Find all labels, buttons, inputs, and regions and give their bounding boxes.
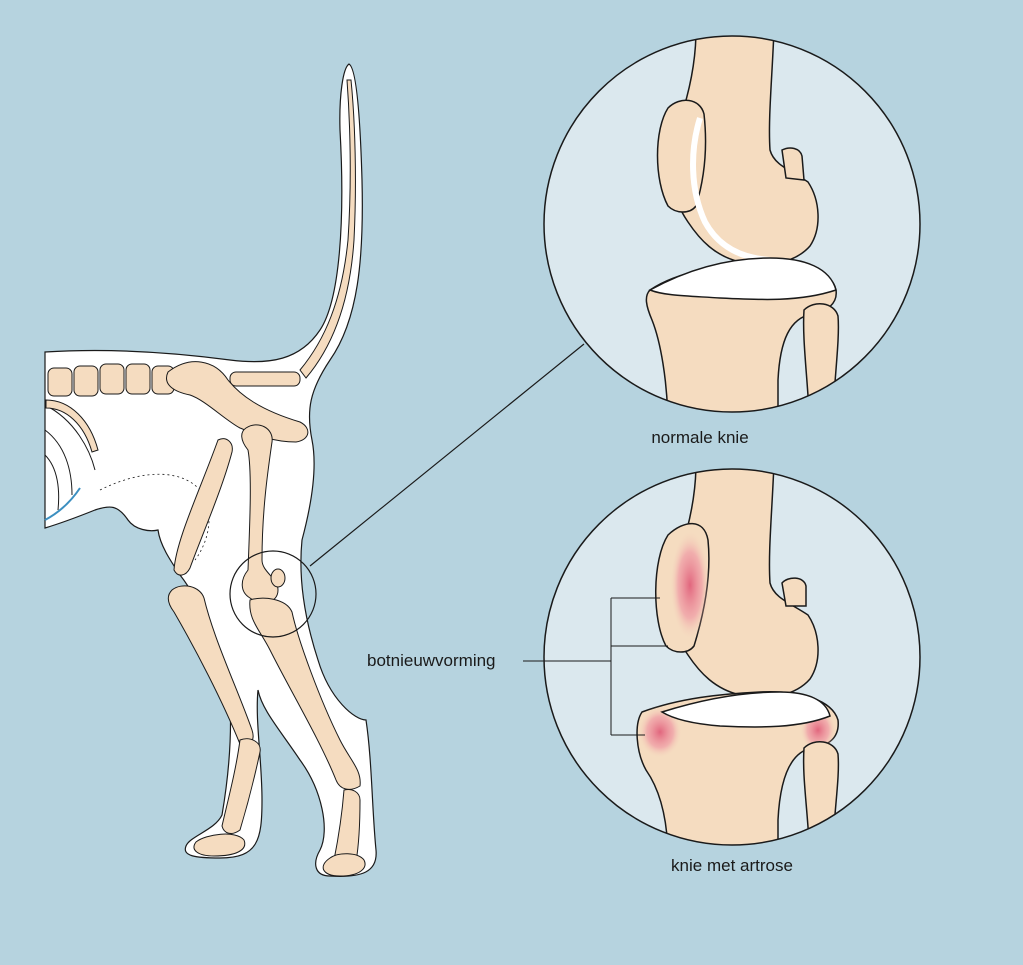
normal-fabella — [781, 147, 805, 181]
rib — [44, 454, 60, 511]
arthritic-fabella — [781, 577, 807, 607]
arthritic-knee-label: knie met artrose — [671, 856, 793, 875]
normal-meniscus — [648, 257, 837, 301]
normal-knee-circle — [543, 35, 921, 413]
rib-hint — [44, 487, 81, 521]
patella — [270, 568, 286, 588]
normal-knee-inset — [543, 35, 921, 413]
connector-line — [309, 343, 585, 567]
far-femur — [173, 438, 233, 576]
normal-knee-label: normale knie — [651, 428, 749, 447]
normal-femur-cartilage — [690, 117, 771, 263]
pelvis — [166, 361, 309, 443]
far-paw — [193, 833, 246, 857]
far-metatarsals — [221, 738, 261, 834]
tail-bones — [299, 79, 356, 379]
hind-paw — [322, 853, 366, 877]
normal-fibula — [802, 303, 840, 412]
arthritic-knee-circle — [543, 468, 921, 846]
lumbar-spine — [47, 363, 301, 397]
patella-osteophyte-glow — [670, 530, 710, 640]
rib-bone — [45, 399, 99, 453]
dog-skeleton — [45, 79, 366, 877]
knee-highlight-circle — [229, 550, 317, 638]
rib — [44, 404, 96, 471]
arthritic-meniscus — [660, 691, 831, 728]
bone-formation-label: botnieuwvorming — [367, 651, 496, 670]
rib — [44, 429, 73, 496]
arthritic-knee-inset — [543, 468, 921, 846]
bone-formation-bracket — [523, 597, 668, 736]
tibia — [249, 597, 361, 790]
arthritic-fibula — [802, 741, 840, 845]
tibia-osteophyte-glow-left — [638, 706, 682, 758]
